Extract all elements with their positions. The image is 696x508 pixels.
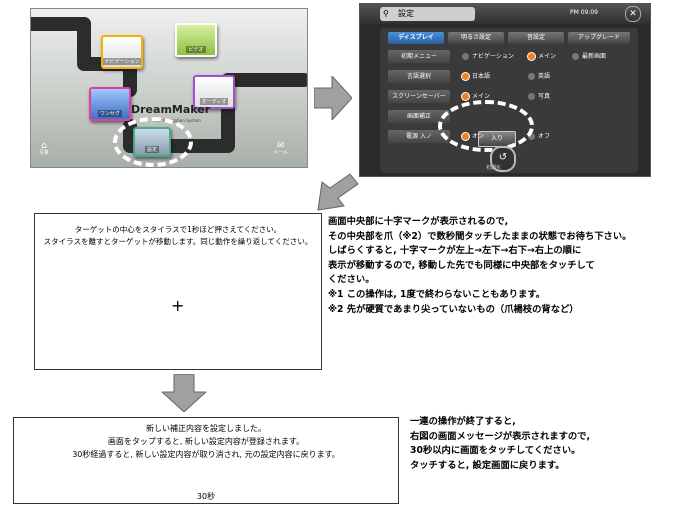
radio-selected-icon bbox=[528, 53, 535, 60]
arrow-right-icon bbox=[314, 76, 352, 120]
explanation-line: 右図の画面メッセージが表示されますので, bbox=[410, 430, 590, 442]
road bbox=[77, 17, 91, 67]
message-line-2: 画面をタップすると, 新しい設定内容が登録されます。 bbox=[107, 437, 305, 446]
explanation-line: 画面中央部に十字マークが表示されるので, bbox=[328, 216, 509, 227]
reset-button[interactable]: ↺ bbox=[490, 146, 516, 172]
explanation-line: 一連の操作が終了すると, bbox=[410, 416, 516, 427]
option-latest-screen[interactable]: 最新画面 bbox=[572, 50, 606, 63]
option-label: メイン bbox=[538, 53, 557, 60]
mail-button-label: メール bbox=[273, 150, 289, 156]
radio-icon bbox=[462, 53, 469, 60]
row-label-language: 言語選択 bbox=[388, 70, 450, 83]
undo-icon: ↺ bbox=[498, 152, 508, 163]
calibration-complete-message[interactable]: 新しい補正内容を設定しました。 画面をタップすると, 新しい設定内容が登録されま… bbox=[13, 417, 399, 504]
explanation-line: ください。 bbox=[328, 274, 375, 286]
explanation-line: 表示が移動するので, 移動した先でも同様に中央部をタッチして bbox=[328, 259, 595, 271]
radio-icon bbox=[528, 133, 535, 140]
option-label: 最新画面 bbox=[582, 53, 607, 60]
row-label-screensaver: スクリーンセーバー bbox=[388, 90, 450, 103]
audio-tile-label: オーディオ bbox=[199, 98, 229, 105]
explanation-line: しばらくすると, 十字マークが左上→左下→右下→右上の順に bbox=[328, 245, 582, 257]
option-label: 写真 bbox=[538, 93, 551, 100]
search-icon: ⚲ bbox=[383, 9, 389, 18]
tab-display[interactable]: ディスプレイ bbox=[388, 32, 444, 44]
option-power-off[interactable]: オフ bbox=[528, 130, 550, 143]
calibration-explanation: 画面中央部に十字マークが表示されるので, その中央部を爪（※2）で数秒間タッチし… bbox=[328, 215, 631, 317]
one-seg-tile[interactable]: ワンセグ bbox=[89, 87, 131, 121]
app-logo: DreamMaker bbox=[131, 103, 211, 116]
radio-icon bbox=[528, 93, 535, 100]
message-line-1: 新しい補正内容を設定しました。 bbox=[146, 424, 266, 433]
arrow-down-left-icon bbox=[316, 172, 360, 212]
mail-icon: ✉ bbox=[276, 141, 285, 151]
calibration-instruction-2: スタイラスを離すとターゲットが移動します。同じ動作を繰り返してください。 bbox=[43, 237, 313, 246]
one-seg-tile-label: ワンセグ bbox=[97, 110, 122, 117]
road bbox=[31, 17, 91, 31]
option-japanese[interactable]: 日本語 bbox=[462, 70, 490, 83]
audio-tile[interactable]: オーディオ bbox=[193, 75, 235, 109]
row-label-power: 電源 入ノ bbox=[388, 130, 450, 143]
explanation-line: タッチすると, 設定画面に戻ります。 bbox=[410, 459, 565, 471]
option-label: 日本語 bbox=[472, 73, 491, 80]
countdown-timer: 30秒 bbox=[196, 492, 216, 501]
tab-sound[interactable]: 音設定 bbox=[508, 32, 564, 44]
tab-upgrade[interactable]: アップグレード bbox=[568, 32, 630, 44]
row-label-screen-calibration: 画面補正 bbox=[388, 110, 450, 123]
explanation-line: その中央部を爪（※2）で数秒間タッチしたままの状態でお待ち下さい。 bbox=[328, 230, 632, 242]
camera-icon: ⌂ bbox=[41, 141, 47, 151]
calibration-instruction-1: ターゲットの中心をスタイラスで1秒ほど押さえてください。 bbox=[74, 225, 282, 234]
explanation-line: ※2 先が硬質であまり尖っていないもの（爪楊枝の背など） bbox=[328, 303, 579, 315]
video-tile[interactable]: ビデオ bbox=[175, 23, 217, 57]
arrow-down-icon bbox=[162, 374, 206, 412]
road bbox=[221, 73, 307, 87]
navigation-tile[interactable]: ナビゲーション bbox=[101, 35, 143, 69]
settings-title: ⚲ 設定 bbox=[380, 7, 475, 21]
row-label-initial-menu: 初期メニュー bbox=[388, 50, 450, 63]
explanation-line: 30秒以内に画面をタッチしてください。 bbox=[410, 445, 581, 457]
video-tile-label: ビデオ bbox=[186, 46, 206, 53]
close-icon[interactable]: ✕ bbox=[625, 6, 641, 22]
option-label: 英語 bbox=[538, 73, 551, 80]
highlight-ellipse bbox=[438, 100, 534, 152]
message-line-3: 30秒経過すると, 新しい設定内容が取り消され, 元の設定内容に戻ります。 bbox=[72, 450, 340, 459]
option-label: メイン bbox=[472, 93, 491, 100]
status-time: PM 09:09 bbox=[570, 9, 598, 16]
photo-button-label: 写真 bbox=[39, 150, 50, 156]
calibration-screen: ターゲットの中心をスタイラスで1秒ほど押さえてください。 スタイラスを離すとター… bbox=[34, 213, 322, 370]
app-logo-subtitle: Car Navigation System bbox=[155, 118, 201, 123]
explanation-line: ※1 この操作は, 1度で終わらないこともあります。 bbox=[328, 288, 545, 300]
radio-icon bbox=[572, 53, 579, 60]
photo-button[interactable]: ⌂ 写真 bbox=[39, 141, 50, 157]
settings-title-text: 設定 bbox=[398, 9, 414, 18]
option-label: ナビゲーション bbox=[472, 53, 514, 60]
option-label: オフ bbox=[538, 133, 551, 140]
option-english[interactable]: 英語 bbox=[528, 70, 550, 83]
option-navigation[interactable]: ナビゲーション bbox=[462, 50, 514, 63]
option-saver-main[interactable]: メイン bbox=[462, 90, 490, 103]
home-screen-screenshot: ナビゲーション ビデオ ワンセグ オーディオ 設定 DreamMaker Car… bbox=[30, 8, 308, 168]
road bbox=[221, 99, 235, 153]
navigation-tile-label: ナビゲーション bbox=[102, 58, 142, 65]
crosshair-target[interactable]: + bbox=[171, 296, 185, 315]
settings-screen-screenshot: ⚲ 設定 PM 09:09 ✕ ディスプレイ 明るさ設定 音設定 アップグレード… bbox=[359, 3, 651, 177]
highlight-ellipse bbox=[113, 117, 193, 167]
radio-icon bbox=[528, 73, 535, 80]
option-main[interactable]: メイン bbox=[528, 50, 556, 63]
reset-label: 初期化 bbox=[486, 165, 502, 171]
radio-selected-icon bbox=[462, 93, 469, 100]
mail-button[interactable]: ✉ メール bbox=[273, 141, 289, 157]
message-explanation: 一連の操作が終了すると, 右図の画面メッセージが表示されますので, 30秒以内に… bbox=[410, 415, 590, 473]
option-saver-photo[interactable]: 写真 bbox=[528, 90, 550, 103]
tab-brightness[interactable]: 明るさ設定 bbox=[448, 32, 504, 44]
radio-selected-icon bbox=[462, 73, 469, 80]
